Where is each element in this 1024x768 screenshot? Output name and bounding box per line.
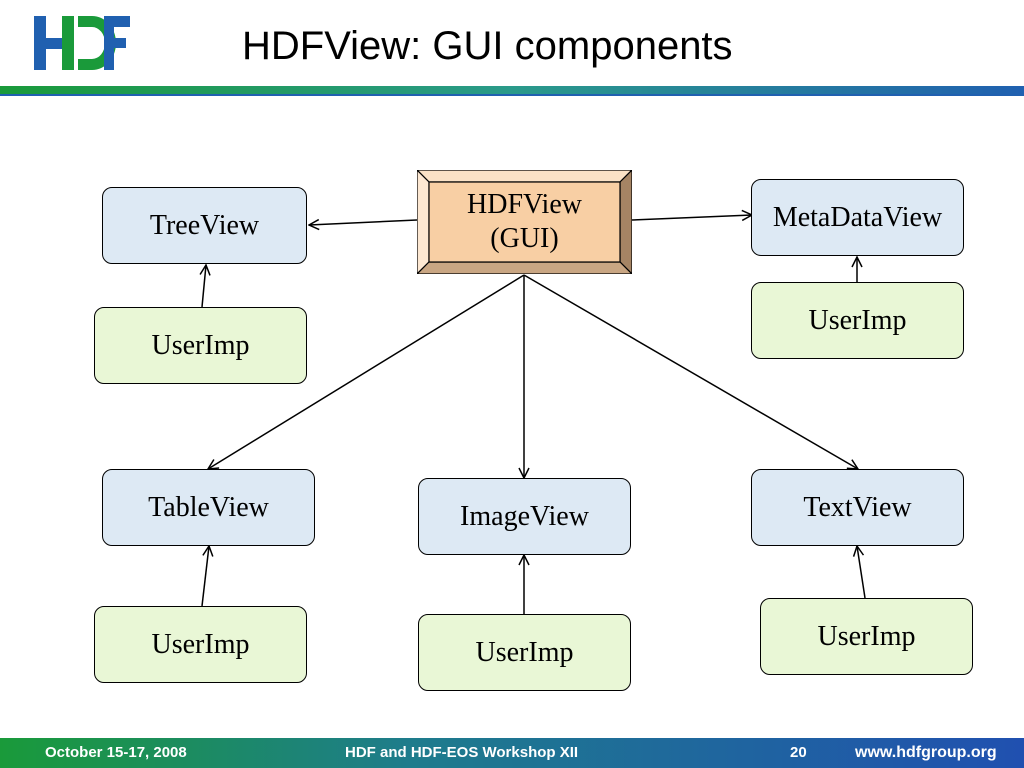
hdf-logo-f xyxy=(104,16,130,70)
textview-node: TextView xyxy=(751,469,964,546)
hdfview-gui-bevel xyxy=(417,170,632,274)
edge-main-to-metadataview xyxy=(631,215,752,220)
edge-impl-to-tableview xyxy=(201,546,209,607)
slide-footer: October 15-17, 2008 HDF and HDF-EOS Work… xyxy=(0,738,1024,768)
imageview-node: ImageView xyxy=(418,478,631,555)
hdf-logo-h xyxy=(34,16,74,70)
hdfview-gui-node: HDFView (GUI) xyxy=(417,170,632,274)
slide-title: HDFView: GUI components xyxy=(242,24,733,68)
hdf-logo xyxy=(34,16,130,70)
tableview-label: TableView xyxy=(148,491,269,523)
metadataview-userimp-node: UserImp xyxy=(751,282,964,359)
edge-main-to-textview xyxy=(523,274,858,469)
tableview-node: TableView xyxy=(102,469,315,546)
edge-main-to-tableview xyxy=(208,274,525,469)
footer-date: October 15-17, 2008 xyxy=(45,744,187,761)
footer-event: HDF and HDF-EOS Workshop XII xyxy=(345,744,579,761)
imageview-userimp-label: UserImp xyxy=(475,636,574,668)
title-rule xyxy=(0,86,1024,94)
edge-impl-to-textview xyxy=(857,546,866,599)
textview-userimp-node: UserImp xyxy=(760,598,973,675)
hdfview-gui-label: HDFView (GUI) xyxy=(417,170,632,274)
textview-userimp-label: UserImp xyxy=(817,620,916,652)
hdfview-gui-line1: HDFView xyxy=(467,189,582,221)
imageview-label: ImageView xyxy=(460,500,589,532)
edge-impl-to-treeview xyxy=(202,265,206,308)
hdfview-gui-line2: (GUI) xyxy=(490,223,559,254)
treeview-label: TreeView xyxy=(149,209,260,241)
treeview-node: TreeView xyxy=(102,187,307,264)
treeview-userimp-node: UserImp xyxy=(94,307,307,384)
textview-label: TextView xyxy=(803,491,912,523)
title-rule-underline xyxy=(0,94,1024,96)
footer-page-number: 20 xyxy=(790,744,807,761)
tableview-userimp-label: UserImp xyxy=(151,628,250,660)
edge-main-to-treeview xyxy=(309,220,418,225)
metadataview-label: MetaDataView xyxy=(772,201,943,233)
footer-url: www.hdfgroup.org xyxy=(855,744,997,761)
metadataview-node: MetaDataView xyxy=(751,179,964,256)
metadataview-userimp-label: UserImp xyxy=(808,304,907,336)
tableview-userimp-node: UserImp xyxy=(94,606,307,683)
imageview-userimp-node: UserImp xyxy=(418,614,631,691)
treeview-userimp-label: UserImp xyxy=(151,329,250,361)
